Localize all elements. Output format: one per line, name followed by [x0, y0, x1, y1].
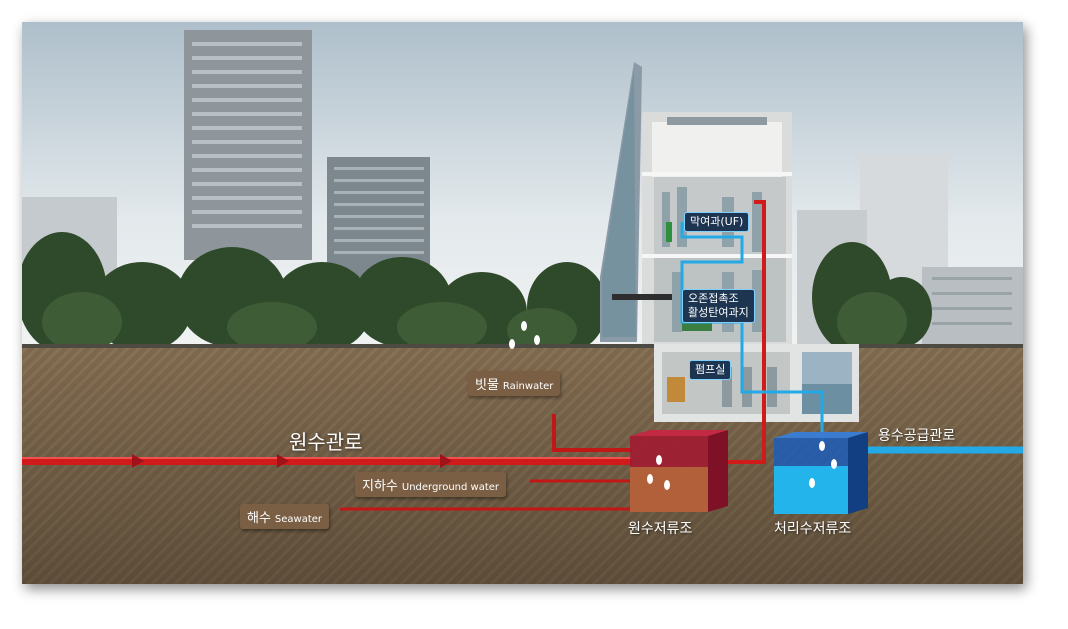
treated-tank-shape [774, 432, 868, 514]
ozone-line1: 오존접촉조 [688, 292, 739, 305]
raw-water-pipes [22, 200, 766, 511]
rainwater-ko: 빗물 [475, 378, 499, 393]
main-pipe-label: 원수관로 [289, 430, 363, 454]
ozone-label: 오존접촉조 활성탄여과지 [682, 289, 755, 323]
rainwater-en: Rainwater [502, 381, 554, 392]
rainwater-pipe [552, 414, 632, 452]
rain-drops [509, 321, 540, 349]
pump-room-label: 펌프실 [689, 360, 732, 380]
seawater-en: Seawater [274, 514, 323, 525]
basement [654, 344, 859, 422]
treated-tank-label: 처리수저류조 [774, 521, 852, 537]
uf-label: 막여과(UF) [684, 212, 750, 232]
scene [22, 22, 1023, 584]
groundwater-ko: 지하수 [362, 479, 398, 494]
left-buildings [22, 30, 430, 277]
raw-tank-label: 원수저류조 [628, 521, 693, 537]
raw-tank-shape [630, 430, 728, 512]
supply-pipe-label: 용수공급관로 [878, 428, 956, 444]
ozone-line2: 활성탄여과지 [688, 306, 749, 319]
raw-to-plant-pipe [728, 200, 766, 464]
seawater-ko: 해수 [247, 511, 271, 526]
groundwater-en: Underground water [401, 482, 500, 493]
